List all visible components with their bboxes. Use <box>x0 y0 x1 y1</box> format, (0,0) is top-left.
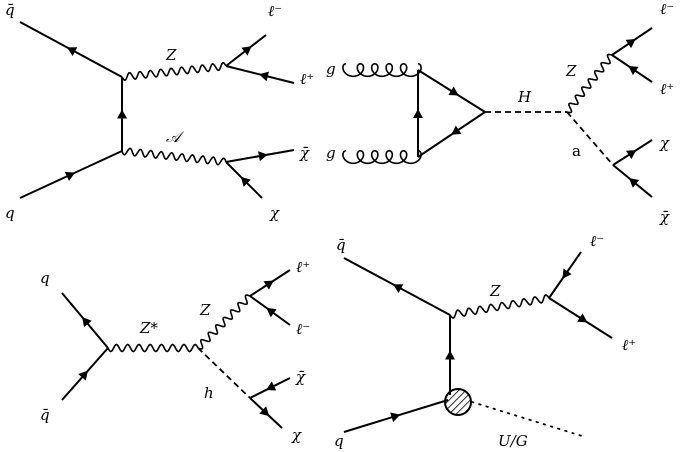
label-lepton-plus: ℓ⁺ <box>300 70 314 88</box>
label-lepton-minus: ℓ⁻ <box>660 0 674 18</box>
label-chibar: χ̄ <box>299 144 310 162</box>
fermion-arrow <box>259 406 270 417</box>
fermion-arrow <box>67 47 78 57</box>
fermion-arrow <box>78 370 88 381</box>
label-chibar: χ̄ <box>295 368 306 386</box>
label-lepton-plus: ℓ⁺ <box>296 258 310 276</box>
fermion-arrow <box>577 313 588 323</box>
z-boson-wavy-line <box>197 294 251 350</box>
label-z: Z <box>565 62 577 80</box>
label-q: q <box>334 432 344 450</box>
label-lepton-plus: ℓ⁺ <box>660 80 674 98</box>
label-z: Z <box>165 46 177 64</box>
fermion-arrow <box>626 150 637 160</box>
zstar-wavy-line <box>107 343 199 353</box>
diagram-higgsstrahlung: q q̄ Z* Z h ℓ⁺ ℓ⁻ χ̄ χ <box>40 258 310 444</box>
fermion-arrow <box>259 71 269 82</box>
label-lepton-plus: ℓ⁺ <box>622 336 636 354</box>
label-lepton-minus: ℓ⁻ <box>268 2 282 20</box>
fermion-arrow <box>628 65 639 76</box>
label-qbar: q̄ <box>5 1 15 19</box>
label-lepton-minus: ℓ⁻ <box>590 232 604 250</box>
diagram-z-dark-mediator: q̄ q Z 𝒜 ℓ⁻ ℓ⁺ χ̄ χ <box>5 1 314 222</box>
label-chi: χ <box>291 426 302 444</box>
label-q: q <box>5 204 15 222</box>
label-g-bottom: g <box>326 144 336 162</box>
gluon-line-top <box>342 62 422 78</box>
fermion-arrow <box>265 381 277 391</box>
label-chi: χ <box>659 134 670 152</box>
fermion-arrow <box>629 178 640 188</box>
label-a: 𝒜 <box>166 128 185 146</box>
diagram-gluon-fusion-higgs: g g H Z a ℓ⁻ ℓ⁺ χ χ̄ <box>326 0 674 226</box>
fermion-arrow <box>263 280 274 290</box>
fermion-arrow <box>625 38 636 49</box>
label-qbar: q̄ <box>40 406 50 424</box>
label-chi: χ <box>269 204 280 222</box>
mediator-a-wavy-line <box>121 147 227 166</box>
fermion-arrow <box>448 86 459 96</box>
label-h: H <box>517 88 532 106</box>
z-boson-wavy-line <box>566 53 613 114</box>
fermion-arrow <box>266 307 277 318</box>
effective-vertex-blob <box>444 388 472 416</box>
fermion-arrow <box>258 151 268 162</box>
fermion-arrow <box>64 171 76 181</box>
gluon-line-bottom <box>342 149 422 165</box>
label-a: a <box>572 142 581 160</box>
fermion-arrow <box>445 350 455 360</box>
label-chibar: χ̄ <box>659 208 670 226</box>
h-dashed-line <box>197 347 251 399</box>
label-qbar: q̄ <box>336 236 346 254</box>
fermion-arrow <box>390 412 401 423</box>
fermion-arrow <box>82 317 92 328</box>
label-q: q <box>40 269 50 287</box>
fermion-arrow <box>562 268 572 279</box>
fermion-arrow <box>393 284 404 294</box>
label-lepton-minus: ℓ⁻ <box>296 320 310 338</box>
label-z: Z <box>199 301 211 319</box>
unparticle-dotted-line <box>471 401 583 437</box>
label-h: h <box>204 384 214 402</box>
fermion-arrow <box>451 125 462 135</box>
fermion-arrow <box>240 176 251 187</box>
a-dashed-line <box>566 111 614 166</box>
label-z: Z <box>489 282 501 300</box>
label-g-top: g <box>326 60 336 78</box>
diagram-unparticle-graviton: q̄ q Z ℓ⁻ ℓ⁺ U/G <box>334 232 636 450</box>
fermion-arrow <box>117 109 127 119</box>
label-zstar: Z* <box>139 319 158 337</box>
fermion-arrow <box>241 46 252 56</box>
z-boson-wavy-line <box>449 294 550 319</box>
label-ug: U/G <box>498 432 528 450</box>
fermion-arrow <box>413 109 423 118</box>
z-boson-wavy-line <box>121 61 227 82</box>
